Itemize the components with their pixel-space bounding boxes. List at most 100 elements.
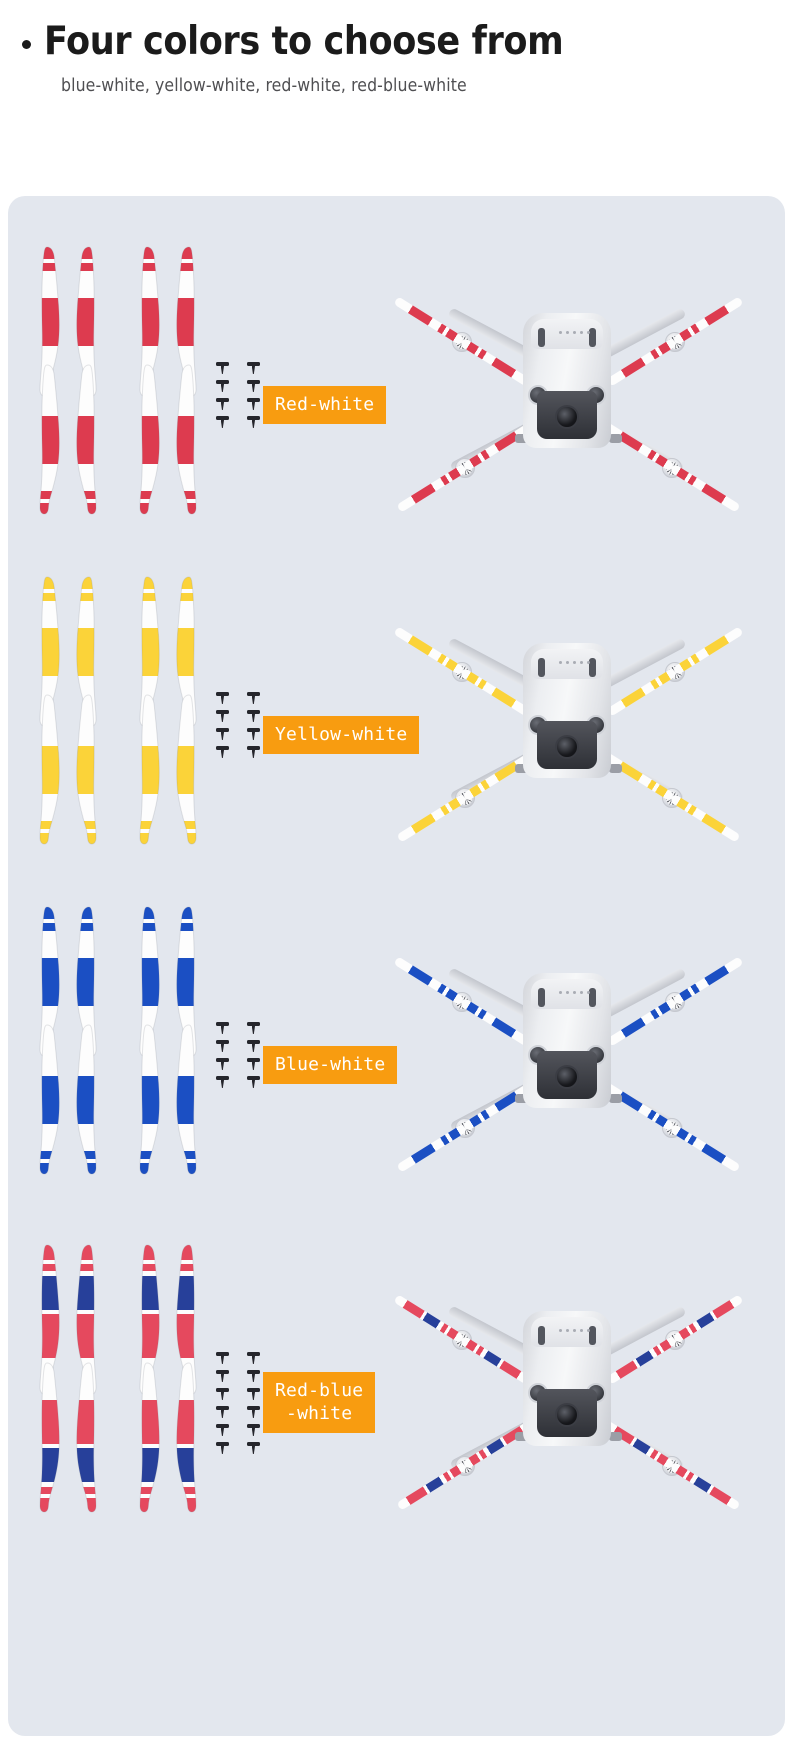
drone-led-dots	[559, 991, 590, 995]
propeller-blade	[176, 1362, 197, 1513]
propeller-5	[30, 364, 63, 515]
screw-head	[216, 692, 229, 696]
propeller-blade	[139, 1024, 160, 1175]
camera-lens-icon	[555, 1403, 579, 1427]
propeller-5	[30, 1024, 63, 1175]
drone-propeller-blade	[396, 463, 468, 513]
propeller-8	[172, 694, 205, 845]
propeller-7	[130, 694, 163, 845]
drone-led-dot	[587, 1329, 590, 1332]
page-title: Four colors to choose from	[22, 21, 800, 63]
screw-shaft	[220, 1355, 225, 1364]
screw-icon	[247, 380, 260, 394]
screw-icon	[247, 1058, 260, 1072]
screw-shaft	[251, 1409, 256, 1418]
drone-led-dot	[587, 331, 590, 334]
propeller-group-upper	[30, 246, 220, 397]
screw-shaft	[220, 749, 225, 758]
screw-head	[247, 692, 260, 696]
screw-shaft	[251, 419, 256, 428]
screw-head	[216, 1406, 229, 1410]
screw-icon	[247, 1076, 260, 1090]
camera-lens-icon	[555, 735, 579, 759]
propeller-blade	[176, 576, 197, 727]
drone-led-dot	[580, 331, 583, 334]
propeller-blade	[39, 1362, 60, 1513]
drone-led-dot	[573, 991, 576, 994]
screw-icon	[216, 1388, 229, 1402]
screw-cluster	[216, 362, 272, 434]
screw-shaft	[220, 1025, 225, 1034]
propeller-7	[130, 1362, 163, 1513]
screw-head	[247, 398, 260, 402]
screw-icon	[247, 398, 260, 412]
drone-top-shell	[531, 979, 603, 1009]
screw-icon	[216, 1022, 229, 1036]
screw-icon	[216, 380, 229, 394]
screw-shaft	[251, 383, 256, 392]
camera-lens-icon	[555, 405, 579, 429]
drone-vent-left	[538, 988, 545, 1007]
screw-head	[247, 1370, 260, 1374]
screw-head	[247, 416, 260, 420]
drone-propeller-blade	[603, 1420, 675, 1470]
screw-head	[247, 1352, 260, 1356]
page-subtitle: blue-white, yellow-white, red-white, red…	[61, 75, 467, 96]
drone-led-dot	[573, 661, 576, 664]
screw-shaft	[220, 1061, 225, 1070]
drone-vent-right	[589, 658, 596, 677]
propeller-blade	[139, 576, 160, 727]
screw-icon	[247, 1388, 260, 1402]
propeller-7	[130, 1024, 163, 1175]
propeller-blade	[176, 364, 197, 515]
screw-icon	[216, 1352, 229, 1366]
variant-row-red-blue-white: Red-blue -white	[8, 1244, 785, 1580]
drone-led-dot	[573, 1329, 576, 1332]
drone-led-dot	[573, 331, 576, 334]
screw-head	[247, 1406, 260, 1410]
screw-icon	[216, 1442, 229, 1456]
screw-icon	[216, 1370, 229, 1384]
propeller-blade	[76, 364, 97, 515]
drone-propeller-blade	[672, 956, 744, 1006]
drone-led-dot	[580, 661, 583, 664]
propeller-blade	[139, 364, 160, 515]
propeller-8	[172, 1024, 205, 1175]
propeller-blade	[39, 906, 60, 1057]
propeller-blade	[76, 1362, 97, 1513]
drone-propeller-blade	[396, 1461, 468, 1511]
drone-led-dot	[587, 991, 590, 994]
screw-head	[216, 1388, 229, 1392]
bullet-icon	[22, 39, 31, 49]
drone-led-dot	[559, 331, 562, 334]
drone-landing-foot	[609, 434, 622, 443]
propeller-6	[72, 1024, 105, 1175]
screw-head	[216, 746, 229, 750]
screw-cluster	[216, 1022, 272, 1094]
screw-icon	[247, 362, 260, 376]
screw-head	[247, 746, 260, 750]
screw-shaft	[220, 731, 225, 740]
drone-led-dot	[566, 1329, 569, 1332]
drone-top-shell	[531, 1317, 603, 1347]
variant-row-blue-white: Blue-white	[8, 906, 785, 1242]
drone-propeller-blade	[603, 752, 675, 802]
screw-shaft	[220, 1373, 225, 1382]
propeller-blade	[139, 694, 160, 845]
propeller-6	[72, 364, 105, 515]
propeller-6	[72, 1362, 105, 1513]
drone-illustration	[393, 1256, 744, 1511]
drone-illustration	[393, 258, 744, 513]
screw-icon	[247, 692, 260, 706]
drone-landing-foot	[515, 764, 528, 773]
drone-body	[523, 1311, 611, 1446]
drone-vent-right	[589, 328, 596, 347]
drone-propeller-blade	[393, 1294, 465, 1344]
drone-propeller-blade	[669, 793, 741, 843]
screw-shaft	[220, 1445, 225, 1454]
screw-head	[216, 1022, 229, 1026]
screw-shaft	[251, 1079, 256, 1088]
drone-gimbal	[537, 1389, 597, 1437]
variant-badge-blue-white: Blue-white	[263, 1046, 398, 1085]
screw-shaft	[251, 1043, 256, 1052]
